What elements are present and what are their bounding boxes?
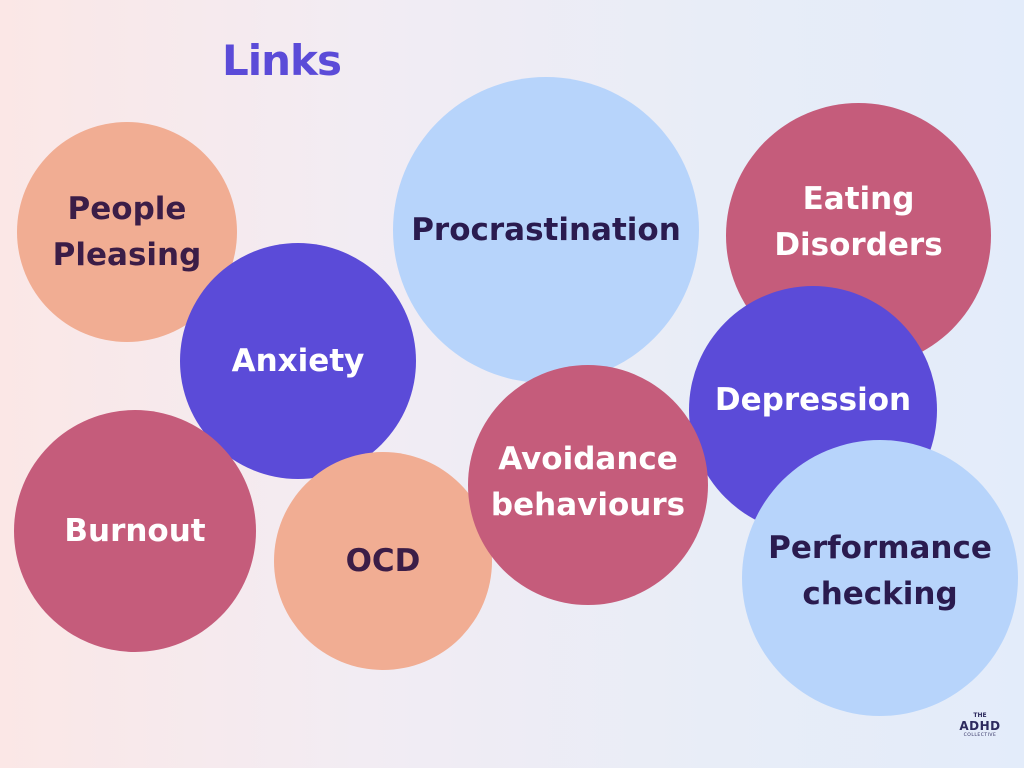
bubble-label: Eating Disorders: [774, 180, 943, 263]
bubble-avoidance-behaviours: Avoidance behaviours: [468, 365, 708, 605]
bubble-label: Performance checking: [768, 530, 992, 612]
bubble-label: Burnout: [64, 513, 206, 549]
bubble-people-pleasing: People Pleasing: [17, 122, 237, 342]
bubble-label: Depression: [714, 382, 912, 418]
bubble-burnout: Burnout: [14, 410, 256, 652]
bubble-ocd: OCD: [274, 452, 492, 670]
bubble-anxiety: Anxiety: [180, 243, 416, 479]
page-title: Links: [222, 36, 342, 85]
bubble-performance-checking: Performance checking: [742, 440, 1018, 716]
adhd-collective-logo: THE ADHD COLLECTIVE: [955, 712, 1005, 752]
bubble-label: Procrastination: [411, 212, 681, 248]
bubble-label: People Pleasing: [52, 191, 202, 273]
logo-top-text: THE: [973, 712, 987, 719]
logo-bottom-text: COLLECTIVE: [963, 733, 997, 738]
logo-main-text: ADHD: [959, 719, 1001, 733]
bubble-procrastination: Procrastination: [393, 77, 699, 383]
bubble-label: OCD: [345, 543, 421, 579]
bubble-label: Avoidance behaviours: [490, 441, 686, 523]
bubble-label: Anxiety: [231, 343, 365, 379]
